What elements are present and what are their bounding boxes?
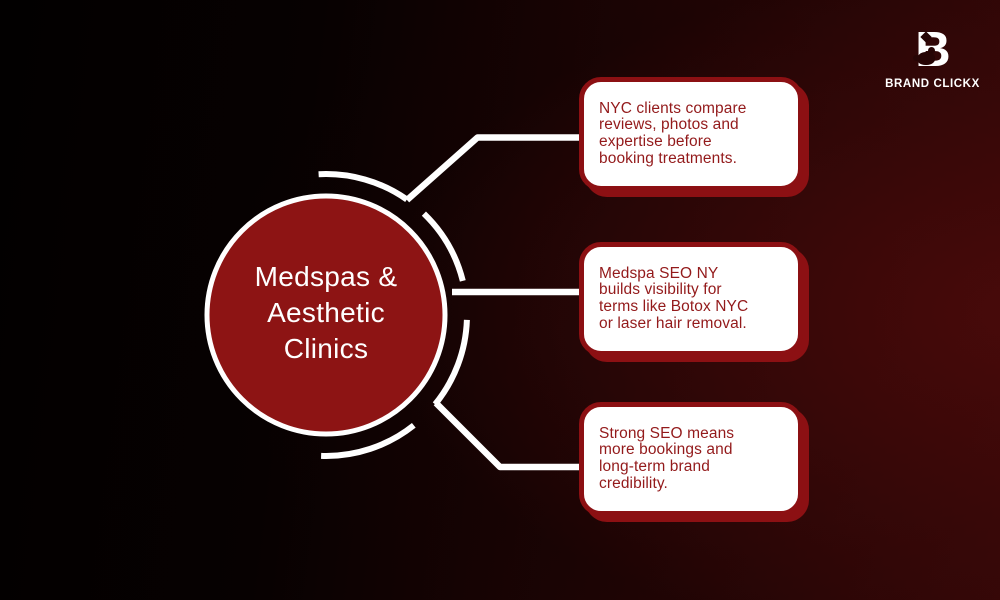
orbit-arc-bottom (320, 422, 416, 459)
branch-box-1: NYC clients compare reviews, photos and … (579, 77, 803, 191)
connector-line-bottom (433, 400, 590, 471)
branch-text-3: Strong SEO means more bookings and long-… (599, 424, 735, 492)
bear-icon (928, 47, 935, 54)
center-circle (204, 193, 448, 437)
brand-name: BRAND CLICKX (885, 78, 980, 90)
bear-icon (917, 52, 935, 65)
branch-box-2: Medspa SEO NY builds visibility for term… (579, 242, 803, 356)
orbit-arc (318, 171, 470, 459)
branch-text-2: Medspa SEO NY builds visibility for term… (599, 264, 749, 332)
branch-text-1: NYC clients compare reviews, photos and … (599, 99, 747, 167)
brand-logo: B BRAND CLICKX (880, 24, 985, 90)
orbit-arc-upper-right (421, 211, 466, 282)
orbit-arc-lower-right (432, 319, 470, 407)
brand-logo-mark: B (880, 24, 985, 76)
center-topic-label: Medspas & Aesthetic Clinics (254, 261, 398, 364)
bear-icon (913, 55, 920, 61)
branch-box-3: Strong SEO means more bookings and long-… (579, 402, 803, 516)
orbit-arc-top (318, 171, 409, 202)
connector-line-top (404, 134, 590, 203)
